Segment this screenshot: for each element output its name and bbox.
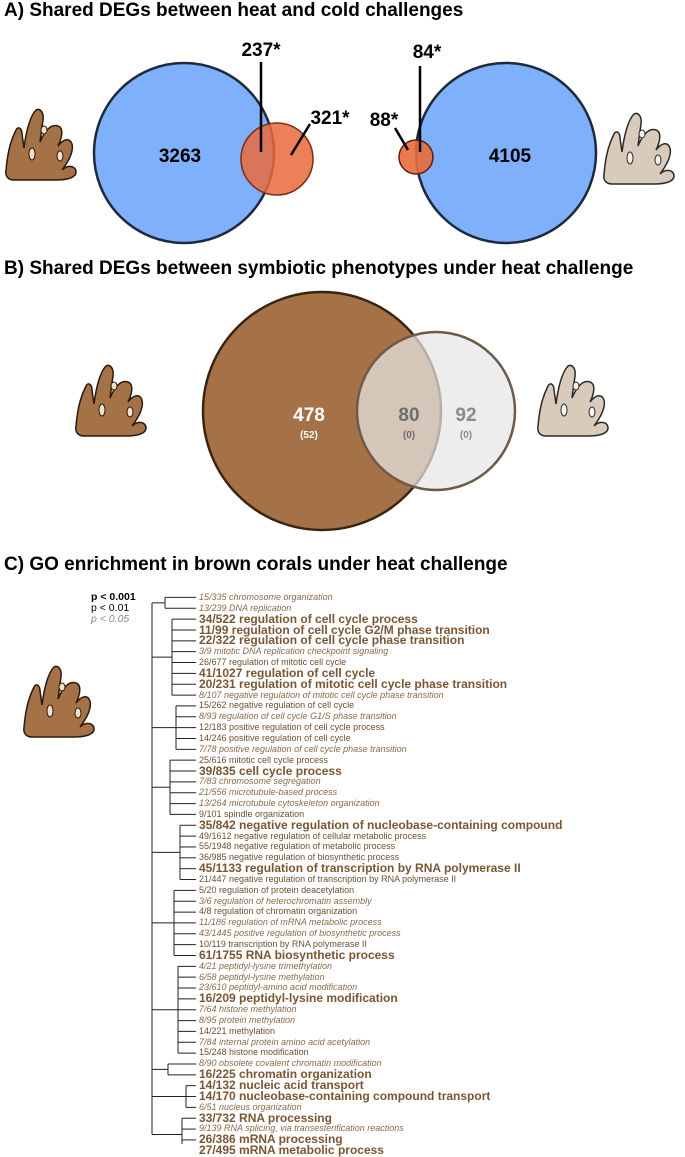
go-term: 36/985 negative regulation of biosynthet… bbox=[199, 852, 400, 863]
brown-only-sub: (52) bbox=[300, 430, 318, 441]
go-term: 20/231 regulation of mitotic cell cycle … bbox=[199, 676, 508, 691]
go-term: 7/84 internal protein amino acid acetyla… bbox=[199, 1036, 371, 1047]
go-term: 13/264 microtubule cytoskeleton organiza… bbox=[199, 798, 380, 809]
go-term: 9/139 RNA splicing, via transesterificat… bbox=[199, 1123, 404, 1134]
go-term: 14/170 nucleobase-containing compound tr… bbox=[199, 1088, 491, 1103]
panel-b-title: B) Shared DEGs between symbiotic phenoty… bbox=[4, 258, 634, 279]
shared-sub: (0) bbox=[403, 430, 415, 441]
panel-a-title: A) Shared DEGs between heat and cold cha… bbox=[4, 0, 464, 21]
go-term: 5/20 regulation of protein deacetylation bbox=[199, 884, 355, 895]
go-term: 8/90 obsolete covalent chromatin modific… bbox=[199, 1058, 382, 1069]
go-term: 7/64 histone methylation bbox=[199, 1004, 297, 1015]
cold-count-label: 321* bbox=[310, 108, 350, 129]
white-only-sub: (0) bbox=[460, 430, 472, 441]
go-term: 14/246 positive regulation of cell cycle bbox=[199, 732, 351, 743]
legend-p01: p < 0.01 bbox=[91, 602, 130, 614]
overlap-count-label-white: 84* bbox=[413, 42, 442, 63]
go-term: 41/1027 regulation of cell cycle bbox=[199, 665, 376, 680]
go-term: 16/209 peptidyl-lysine modification bbox=[199, 991, 398, 1006]
overlap-count-label: 237* bbox=[241, 40, 281, 61]
brown-coral-icon bbox=[5, 108, 77, 181]
go-term: 34/522 regulation of cell cycle process bbox=[199, 611, 418, 626]
panel-c-title: C) GO enrichment in brown corals under h… bbox=[4, 554, 508, 575]
white-coral-icon bbox=[603, 112, 675, 185]
go-term: 9/101 spindle organization bbox=[199, 808, 305, 819]
cold-count-label-white: 88* bbox=[370, 110, 399, 131]
go-term: 21/447 negative regulation of transcript… bbox=[199, 873, 457, 884]
go-term: 8/93 regulation of cell cycle G1/S phase… bbox=[199, 711, 397, 722]
white-only-count: 92 bbox=[455, 405, 476, 426]
go-term: 13/239 DNA replication bbox=[199, 602, 292, 613]
go-term: 25/616 mitotic cell cycle process bbox=[199, 754, 329, 765]
venn-b: 478 (52) 80 (0) 92 (0) bbox=[201, 290, 517, 532]
go-term: 3/6 regulation of heterochromatin assemb… bbox=[199, 895, 372, 906]
go-term: 26/386 mRNA processing bbox=[199, 1132, 343, 1147]
go-term: 4/8 regulation of chromatin organization bbox=[199, 906, 358, 917]
go-term: 45/1133 regulation of transcription by R… bbox=[199, 861, 521, 876]
go-term: 35/842 negative regulation of nucleobase… bbox=[199, 817, 563, 832]
go-term: 6/58 peptidyl-lysine methylation bbox=[199, 971, 325, 982]
brown-coral-icon bbox=[23, 665, 95, 738]
small-pointer bbox=[289, 123, 312, 156]
go-term: 15/335 chromosome organization bbox=[199, 592, 333, 602]
legend-p05: p < 0.05 bbox=[91, 613, 130, 625]
go-term: 61/1755 RNA biosynthetic process bbox=[199, 947, 395, 962]
shared-count: 80 bbox=[398, 405, 419, 426]
go-term: 7/83 chromosome segregation bbox=[199, 776, 321, 787]
go-term: 16/225 chromatin organization bbox=[199, 1067, 372, 1082]
go-term: 7/78 positive regulation of cell cycle p… bbox=[199, 743, 407, 754]
go-term: 11/186 regulation of mRNA metabolic proc… bbox=[199, 917, 382, 928]
brown-only-count: 478 bbox=[293, 405, 325, 426]
go-term: 43/1445 positive regulation of biosynthe… bbox=[199, 928, 401, 939]
go-term: 33/732 RNA processing bbox=[199, 1110, 332, 1125]
white-coral-icon bbox=[537, 364, 609, 437]
go-term: 15/248 histone modification bbox=[199, 1047, 309, 1058]
venn-a-left: 3263 237* 321* bbox=[92, 40, 350, 245]
go-term: 12/183 positive regulation of cell cycle… bbox=[199, 722, 385, 733]
brown-coral-icon bbox=[75, 364, 147, 437]
go-term: 23/610 peptidyl-amino acid modification bbox=[199, 982, 358, 993]
go-term: 39/835 cell cycle process bbox=[199, 763, 342, 778]
go-term: 26/677 regulation of mitotic cell cycle bbox=[199, 657, 347, 668]
go-term: 27/495 mRNA metabolic process bbox=[199, 1143, 384, 1157]
heat-count-label: 3263 bbox=[159, 146, 201, 167]
go-term: 4/21 peptidyl-lysine trimethylation bbox=[199, 960, 333, 971]
cold-degs-circle bbox=[240, 122, 314, 196]
significance-legend: p < 0.001 p < 0.01 p < 0.05 bbox=[91, 592, 136, 625]
go-term: 49/1612 negative regulation of cellular … bbox=[199, 830, 427, 841]
go-term: 21/556 microtubule-based process bbox=[199, 787, 338, 798]
go-term: 11/99 regulation of cell cycle G2/M phas… bbox=[199, 622, 490, 637]
go-term: 6/51 nucleus organization bbox=[199, 1101, 302, 1112]
heat-count-label-white: 4105 bbox=[489, 146, 532, 167]
go-term: 8/95 protein methylation bbox=[199, 1014, 296, 1025]
venn-a-right: 4105 84* 88* bbox=[370, 42, 598, 245]
go-term: 10/119 transcription by RNA polymerase I… bbox=[199, 939, 367, 949]
go-term: 22/322 regulation of cell cycle phase tr… bbox=[199, 633, 465, 648]
go-term: 3/9 mitotic DNA replication checkpoint s… bbox=[199, 646, 389, 657]
go-term: 8/107 negative regulation of mitotic cel… bbox=[199, 689, 444, 700]
go-term: 14/132 nucleic acid transport bbox=[199, 1077, 364, 1092]
go-dendrogram bbox=[151, 596, 196, 1144]
white-corals-circle bbox=[355, 330, 517, 492]
go-term: 14/221 methylation bbox=[199, 1025, 276, 1036]
small-pointer-white bbox=[393, 127, 410, 151]
go-term: 55/1948 negative regulation of metabolic… bbox=[199, 841, 396, 852]
legend-p001: p < 0.001 bbox=[91, 591, 136, 603]
go-term: 15/262 negative regulation of cell cycle bbox=[199, 700, 355, 711]
